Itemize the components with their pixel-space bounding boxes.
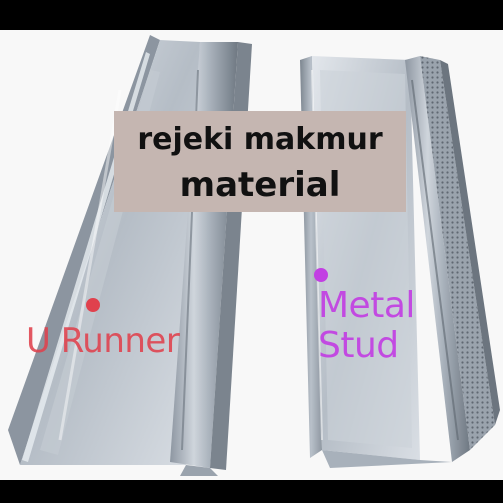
metal-stud-marker-dot bbox=[314, 268, 328, 282]
brand-subtitle: material bbox=[179, 165, 341, 205]
metal-stud-label: Metal Stud bbox=[318, 286, 415, 366]
u-runner-label: U Runner bbox=[26, 321, 180, 361]
metal-stud-label-line2: Stud bbox=[318, 325, 399, 366]
metal-stud-label-line1: Metal bbox=[318, 285, 415, 326]
brand-name: rejeki makmur bbox=[137, 122, 383, 157]
brand-banner: rejeki makmur material bbox=[114, 111, 406, 212]
steel-profiles-photo bbox=[0, 30, 503, 480]
bottom-black-bar bbox=[0, 480, 503, 503]
top-black-bar bbox=[0, 0, 503, 30]
u-runner-marker-dot bbox=[86, 298, 100, 312]
